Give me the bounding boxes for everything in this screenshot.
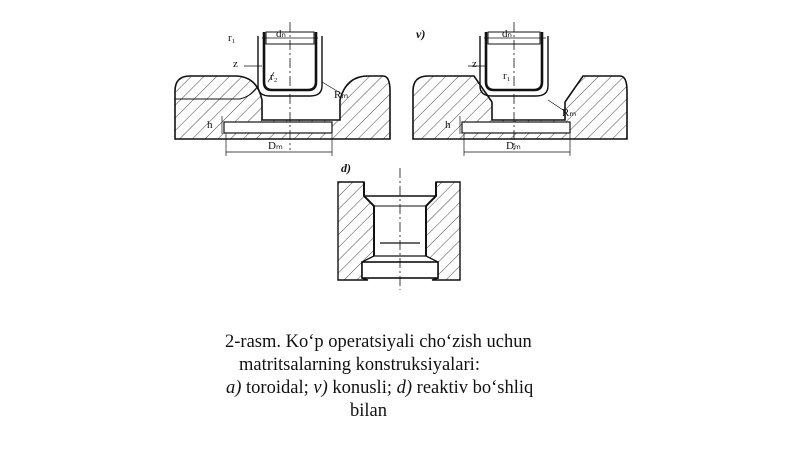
caption-line-4: bilan — [350, 401, 387, 421]
label-z: z — [472, 58, 477, 70]
caption-text-a: toroidal; — [241, 378, 314, 398]
panel-v-conical-die: v) dₙ z r₁ Rₘ h Dₘ — [412, 22, 628, 156]
caption-mark-v: v) — [313, 378, 328, 398]
label-h: h — [207, 119, 213, 131]
label-r1: r₁ — [503, 70, 511, 82]
label-r2: r₂ — [270, 71, 278, 83]
label-rm: Rₘ — [562, 107, 576, 119]
label-dm: Dₘ — [506, 140, 521, 152]
caption-text-v: konusli; — [327, 378, 397, 398]
relief-slot — [461, 121, 571, 134]
label-dm: Dₘ — [268, 140, 283, 152]
label-r1: r₁ — [228, 32, 236, 44]
label-h: h — [445, 119, 451, 131]
caption-mark-d: d) — [396, 378, 413, 398]
caption-line-1: 2-rasm. Koʻp operatsiyali choʻzish uchun — [225, 332, 532, 352]
caption-text-d: reaktiv boʻshliq — [412, 378, 534, 398]
panel-a-toroidal-die: r₁ dₙ z r₂ Rₘ h Dₘ — [174, 22, 391, 156]
caption-line-3: a) toroidal; v) konusli; d) reaktiv boʻs… — [180, 377, 600, 400]
die-construction-figure: r₁ dₙ z r₂ Rₘ h Dₘ v) dₙ z r₁ Rₘ h Dₘ d) — [174, 22, 628, 290]
panel-d-reactive-cavity-die: d) — [337, 161, 461, 290]
caption-mark-a: a) — [226, 378, 242, 398]
label-dp: dₙ — [502, 28, 512, 40]
label-dp: dₙ — [276, 28, 286, 40]
caption-line-2: matritsalarning konstruksiyalari: — [239, 355, 480, 375]
figure-caption: 2-rasm. Koʻp operatsiyali choʻzish uchun… — [180, 331, 600, 423]
relief-slot — [223, 121, 333, 134]
panel-v-label: v) — [416, 27, 425, 41]
panel-d-label: d) — [341, 161, 351, 175]
label-z: z — [233, 58, 238, 70]
label-rm: Rₘ — [334, 89, 348, 101]
